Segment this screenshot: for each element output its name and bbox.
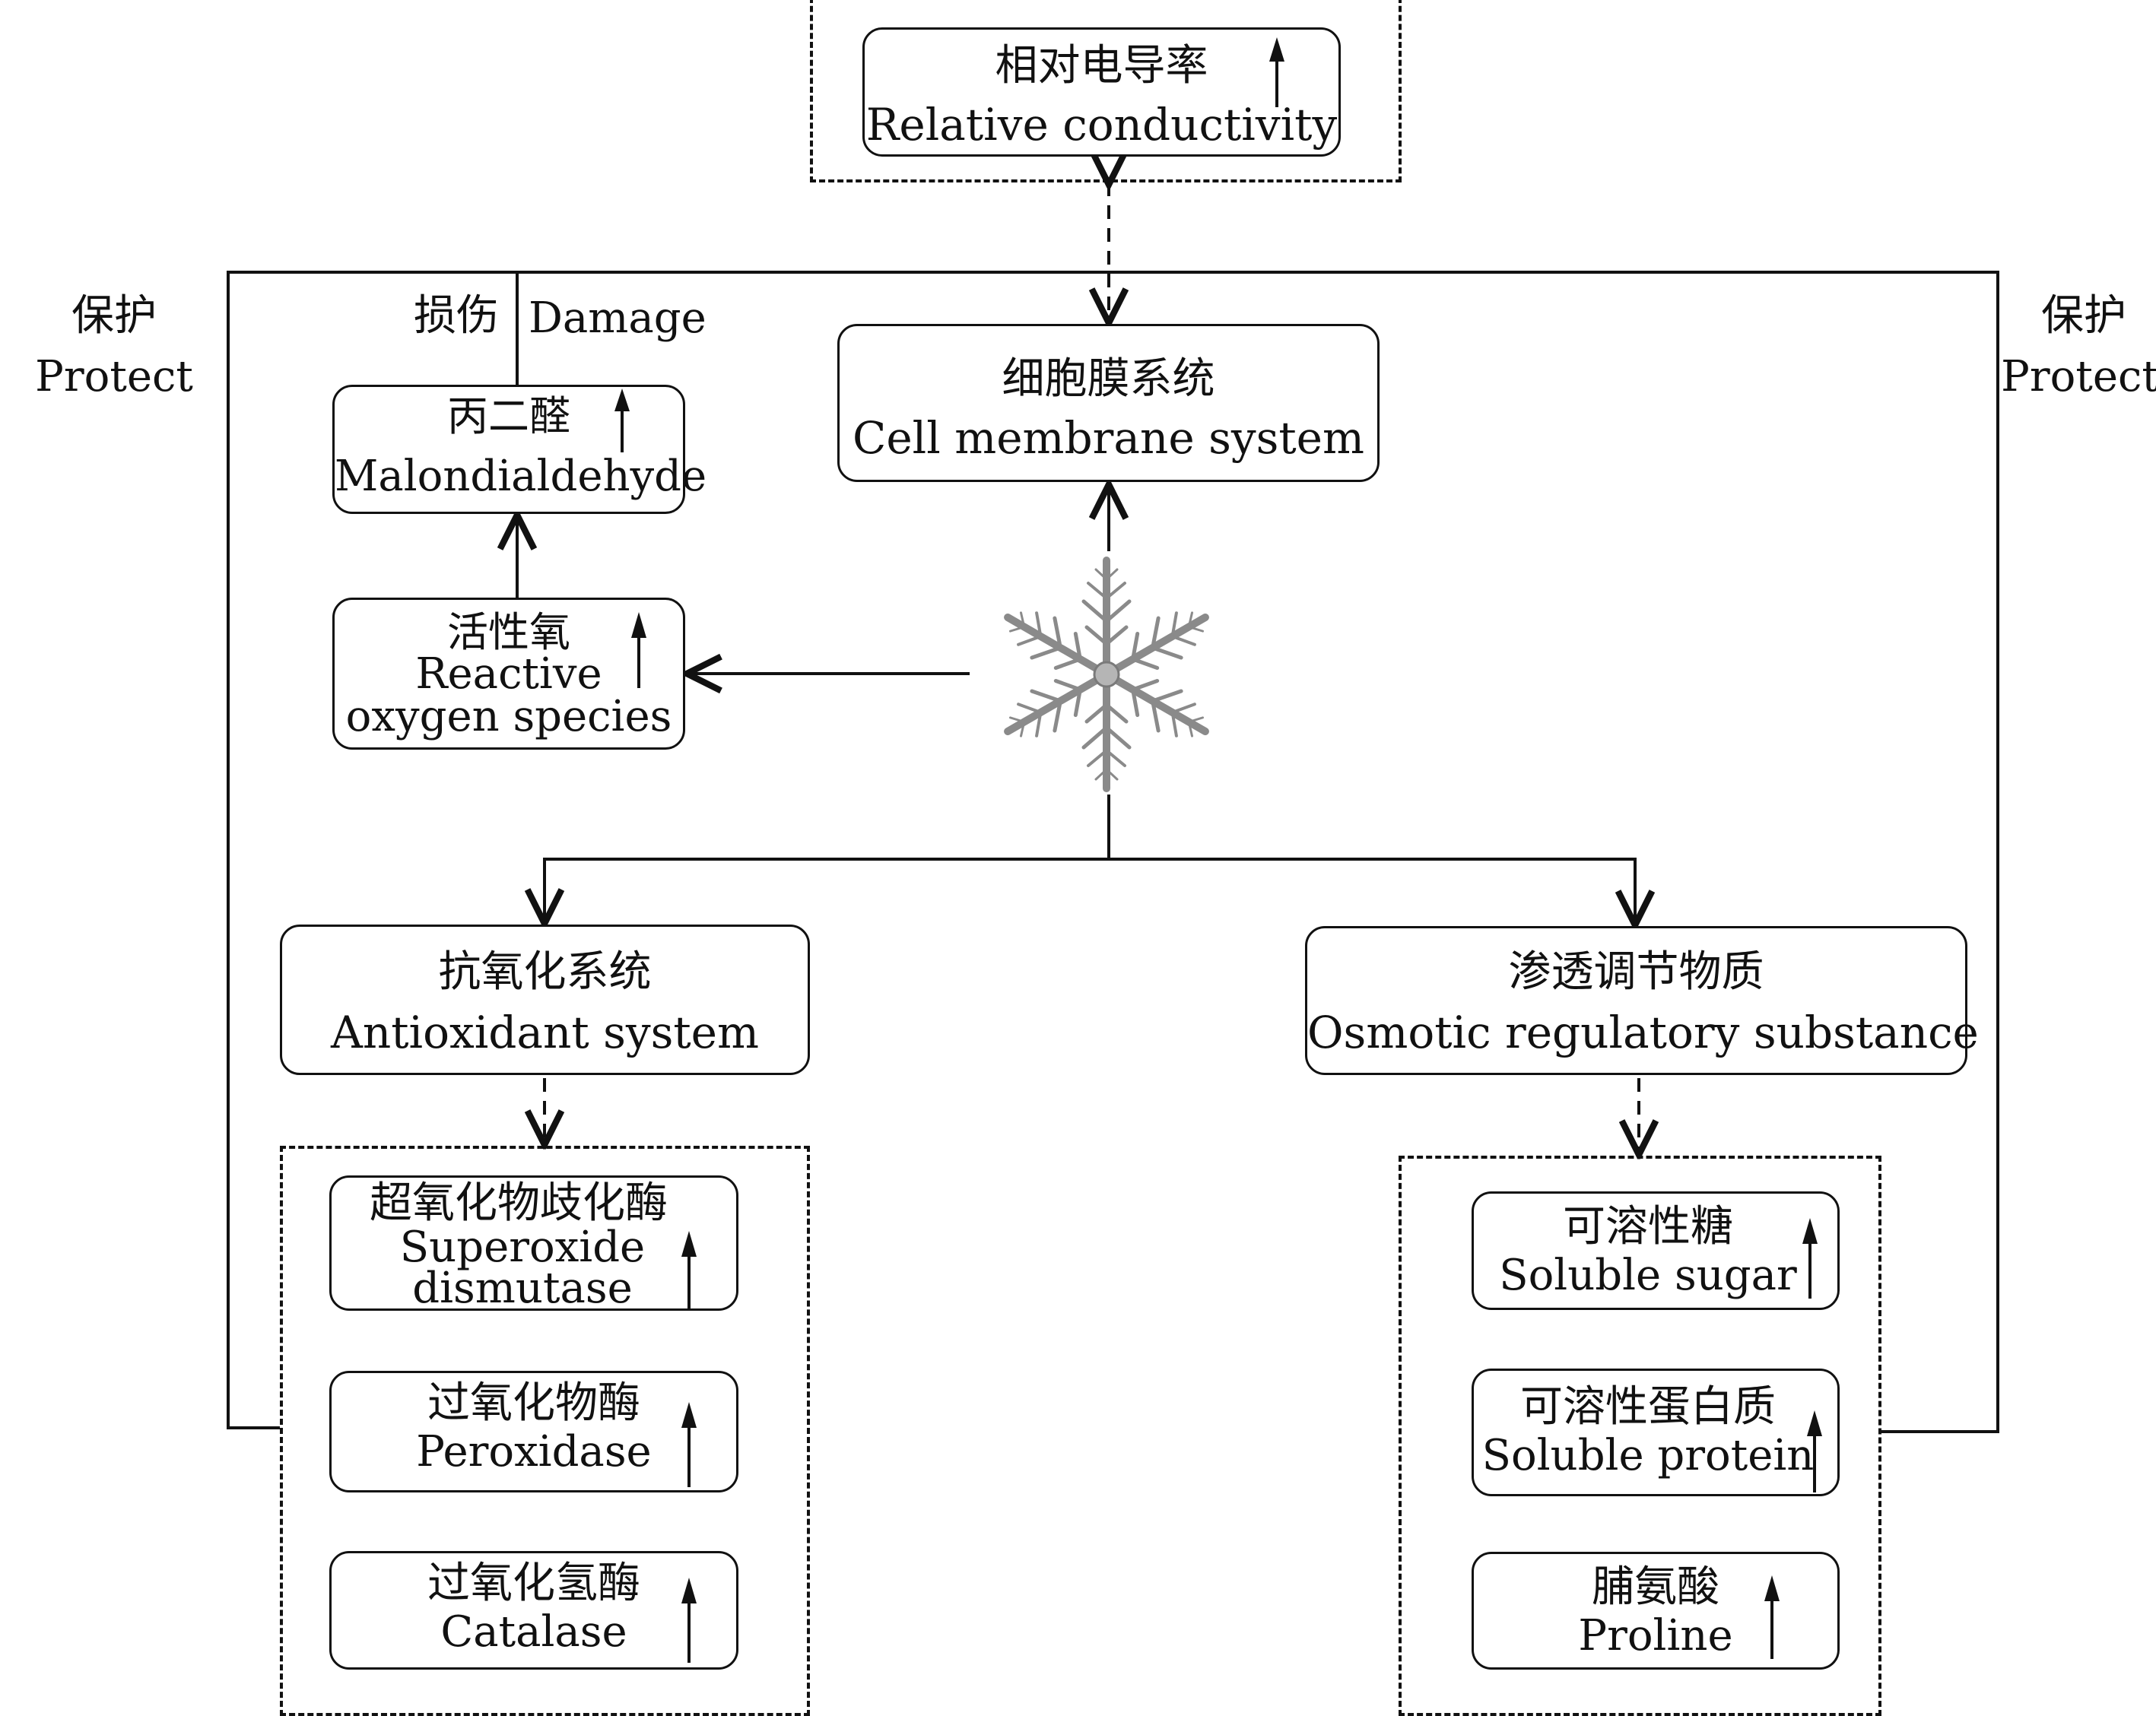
up-arrow-icon <box>1764 1575 1780 1659</box>
malondialdehyde-zh: 丙二醛 <box>447 392 570 440</box>
reactive-oxygen-en-1: Reactive <box>415 649 602 699</box>
peroxidase-zh: 过氧化物酶 <box>427 1378 640 1428</box>
proline-box: 脯氨酸 Proline <box>1472 1552 1840 1670</box>
up-arrow-icon <box>1269 37 1284 107</box>
antioxidant-zh: 抗氧化系统 <box>438 947 652 997</box>
soluble-protein-zh: 可溶性蛋白质 <box>1520 1382 1776 1432</box>
up-arrow-icon <box>681 1231 697 1308</box>
cell-membrane-en: Cell membrane system <box>852 412 1365 464</box>
conductivity-en: Relative conductivity <box>865 99 1338 151</box>
conductivity-zh: 相对电导率 <box>995 41 1208 90</box>
proline-zh: 脯氨酸 <box>1592 1562 1719 1612</box>
protect-left-label-en: Protect <box>35 352 193 401</box>
protect-right-label-en: Protect <box>2001 352 2156 401</box>
proline-en: Proline <box>1578 1611 1733 1660</box>
antioxidant-en: Antioxidant system <box>330 1007 759 1058</box>
sod-en-1: Superoxide <box>399 1223 646 1272</box>
up-arrow-icon <box>614 389 630 452</box>
soluble-sugar-zh: 可溶性糖 <box>1563 1202 1733 1251</box>
sod-zh: 超氧化物歧化酶 <box>370 1178 668 1228</box>
conductivity-dashed-group <box>810 0 1402 182</box>
protect-right-label-zh: 保护 <box>2041 291 2126 341</box>
cell-membrane-box: 细胞膜系统 Cell membrane system <box>837 324 1380 482</box>
up-arrow-icon <box>1802 1218 1818 1299</box>
up-arrow-icon <box>681 1578 697 1663</box>
up-arrow-icon <box>681 1402 697 1487</box>
soluble-sugar-box: 可溶性糖 Soluble sugar <box>1472 1191 1840 1310</box>
peroxidase-box: 过氧化物酶 Peroxidase <box>329 1371 738 1492</box>
superoxide-dismutase-box: 超氧化物歧化酶 Superoxide dismutase <box>329 1175 738 1311</box>
protect-left-label-zh: 保护 <box>71 291 157 341</box>
sod-en-2: dismutase <box>412 1264 633 1313</box>
catalase-zh: 过氧化氢酶 <box>427 1559 640 1608</box>
damage-label-zh: 损伤 <box>414 291 499 341</box>
malondialdehyde-en: Malondialdehyde <box>335 452 707 501</box>
catalase-en: Catalase <box>440 1607 627 1657</box>
osmotic-zh: 渗透调节物质 <box>1508 947 1764 997</box>
osmotic-substance-box: 渗透调节物质 Osmotic regulatory substance <box>1305 926 1979 1075</box>
to-antioxidant-arrow <box>545 858 1109 921</box>
cell-membrane-zh: 细胞膜系统 <box>1002 354 1215 404</box>
osmotic-en: Osmotic regulatory substance <box>1307 1007 1979 1058</box>
up-arrow-icon <box>631 612 646 688</box>
snowflake-icon <box>996 557 1217 788</box>
peroxidase-en: Peroxidase <box>416 1427 652 1477</box>
soluble-protein-box: 可溶性蛋白质 Soluble protein <box>1472 1369 1840 1496</box>
conductivity-box: 相对电导率 Relative conductivity <box>862 27 1341 157</box>
soluble-protein-en: Soluble protein <box>1481 1431 1815 1480</box>
to-osmotic-arrow <box>1109 858 1635 923</box>
up-arrow-icon <box>1807 1410 1822 1492</box>
soluble-sugar-en: Soluble sugar <box>1499 1251 1797 1300</box>
reactive-oxygen-box: 活性氧 Reactive oxygen species <box>332 598 685 750</box>
malondialdehyde-box: 丙二醛 Malondialdehyde <box>332 385 707 514</box>
reactive-oxygen-en-2: oxygen species <box>345 692 672 741</box>
damage-label-en: Damage <box>529 293 706 343</box>
catalase-box: 过氧化氢酶 Catalase <box>329 1551 738 1670</box>
reactive-oxygen-zh: 活性氧 <box>447 608 570 656</box>
antioxidant-system-box: 抗氧化系统 Antioxidant system <box>280 925 810 1075</box>
